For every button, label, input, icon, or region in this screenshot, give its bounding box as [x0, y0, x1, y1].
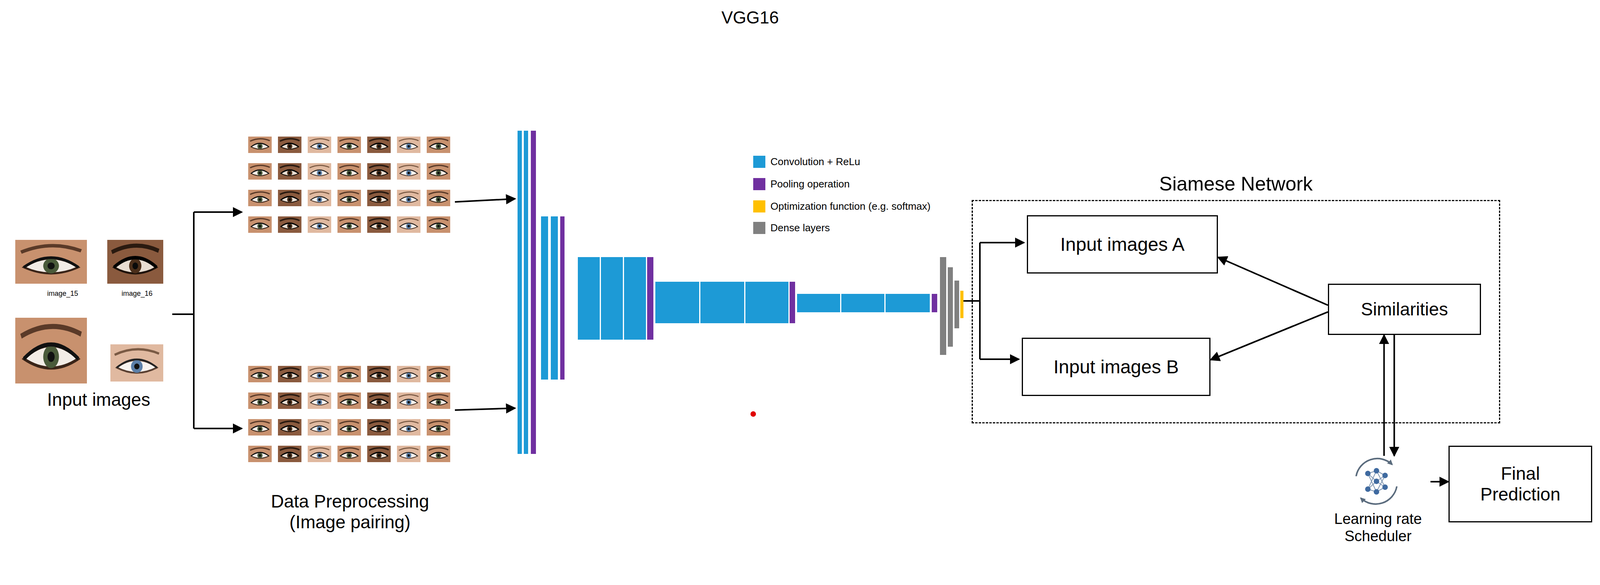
- legend-swatch: [753, 221, 766, 235]
- arrow: [979, 358, 1020, 361]
- box-text: Input images A: [1060, 233, 1185, 256]
- legend-text: Pooling operation: [770, 178, 850, 191]
- conv-layer: [745, 281, 789, 324]
- box-text: Final Prediction: [1465, 463, 1576, 506]
- wire: [193, 212, 195, 429]
- input-eye-images: [15, 239, 164, 384]
- legend-row: Dense layers: [753, 221, 830, 235]
- section-label: Data Preprocessing (Image pairing): [244, 491, 456, 533]
- process-box: Input images A: [1026, 215, 1218, 274]
- legend-swatch: [753, 178, 766, 191]
- arrow: [193, 211, 242, 213]
- scheduler-icon: [1325, 456, 1428, 507]
- image-caption: image_15: [39, 289, 87, 298]
- box-text: Similarities: [1360, 299, 1448, 320]
- pool-layer: [560, 216, 565, 380]
- conv-layer: [624, 257, 646, 340]
- connector: [1217, 257, 1328, 306]
- siamese-region: Siamese NetworkInput images AInput image…: [971, 200, 1501, 424]
- conv-layer: [517, 130, 522, 455]
- conv-layer: [577, 257, 600, 340]
- eye-image: [15, 239, 87, 284]
- legend-row: Pooling operation: [753, 178, 850, 191]
- connector: [1210, 312, 1328, 361]
- connector-line: [1217, 257, 1328, 306]
- legend-swatch: [753, 155, 766, 168]
- arrow: [454, 198, 516, 203]
- process-box: Input images B: [1021, 337, 1211, 397]
- arrow: [454, 408, 516, 411]
- conv-layer: [655, 281, 700, 324]
- dense-layer: [954, 280, 960, 329]
- eye-image: [15, 317, 87, 384]
- arrow: [193, 427, 242, 430]
- image-pair-grid: [245, 362, 454, 469]
- scheduler-icon-node: Learning rate Scheduler: [1325, 456, 1431, 574]
- red-dot: [750, 411, 756, 417]
- conv-layer: [700, 281, 745, 324]
- connector-line: [1430, 481, 1449, 483]
- wire: [172, 313, 194, 316]
- conv-layer: [841, 294, 885, 313]
- process-box: Final Prediction: [1448, 445, 1593, 523]
- softmax-layer: [960, 290, 964, 319]
- connector: [1383, 335, 1395, 457]
- pool-layer: [530, 130, 536, 455]
- image-caption: image_16: [113, 289, 161, 298]
- legend-text: Dense layers: [770, 222, 830, 235]
- pool-layer: [647, 257, 654, 340]
- grid-to-vgg-arrows: [454, 198, 516, 411]
- section-label: Input images: [16, 389, 181, 411]
- eye-image: [107, 239, 164, 284]
- dense-layer: [947, 267, 953, 347]
- legend-text: Convolution + ReLu: [770, 156, 861, 168]
- conv-layer: [523, 130, 529, 455]
- process-box: Similarities: [1327, 283, 1481, 336]
- conv-layer: [885, 294, 930, 313]
- legend-row: Optimization function (e.g. softmax): [753, 200, 931, 213]
- pool-layer: [931, 294, 938, 313]
- conv-layer: [541, 216, 549, 380]
- connector-line: [1393, 335, 1395, 457]
- connector-line: [1383, 335, 1385, 457]
- connector: [1430, 481, 1449, 483]
- split-arrows: [172, 212, 242, 429]
- legend-row: Convolution + ReLu: [753, 155, 861, 168]
- pool-layer: [789, 281, 796, 324]
- image-pair-grid: [245, 132, 454, 240]
- vgg16-layers: [517, 130, 964, 455]
- conv-layer: [797, 294, 841, 313]
- legend-swatch: [753, 200, 766, 213]
- eye-image: [110, 344, 164, 382]
- conv-layer: [600, 257, 623, 340]
- connector-line: [1210, 312, 1328, 361]
- dense-layer: [939, 257, 947, 356]
- legend-text: Optimization function (e.g. softmax): [770, 200, 931, 213]
- icon-label: Learning rate Scheduler: [1325, 510, 1431, 545]
- conv-layer: [550, 216, 558, 380]
- wire: [979, 242, 981, 360]
- region-heading: Siamese Network: [972, 173, 1499, 196]
- arrow: [979, 241, 1025, 244]
- box-text: Input images B: [1053, 356, 1179, 378]
- diagram-title: VGG16: [721, 7, 780, 28]
